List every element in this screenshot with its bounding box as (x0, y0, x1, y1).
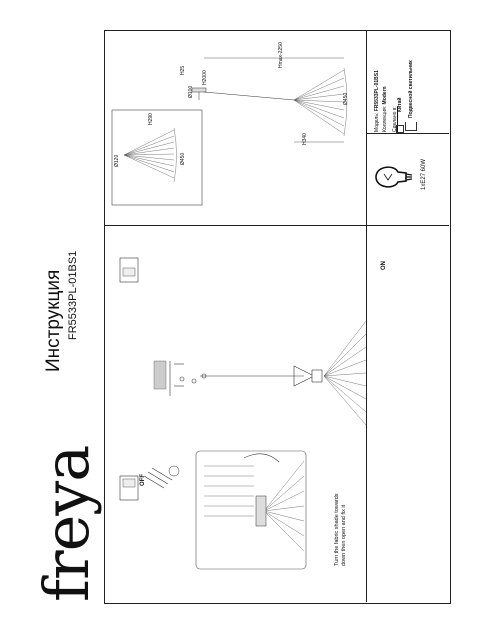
shade-instruction: Turn the fabric shade towards down then … (334, 446, 348, 566)
bulb-icon (375, 166, 413, 188)
divider-vertical (366, 30, 367, 602)
switch-on-label: ON (381, 261, 387, 270)
dim-h2000: H2000 (202, 70, 208, 85)
info-type: Подвесной светильник (408, 60, 414, 118)
dim-h25: H25 (180, 65, 186, 75)
dim-h290: H290 (148, 113, 154, 125)
switch-off-label: OFF (140, 474, 146, 486)
dim-d120: Ø120 (114, 154, 120, 167)
note-line-2: down then open and fix it (341, 504, 347, 566)
info-collection: Коллекция: Modern (382, 86, 388, 132)
page-title: Инструкция (43, 269, 64, 372)
brand-logo: freya (30, 445, 103, 602)
info-model-label: Модель: FR5533PL-01BS1 (374, 70, 380, 132)
model-number: FR5533PL-01BS1 (67, 250, 79, 340)
note-line-1: Turn the fabric shade towards (334, 493, 340, 566)
divider-horizontal (104, 225, 449, 226)
dim-d450-small: Ø450 (180, 152, 186, 165)
divider-info (366, 133, 449, 134)
bracket-icon (396, 125, 404, 133)
dim-h340: H340 (302, 133, 308, 145)
info-made-in-value: Китай (397, 97, 403, 112)
bulb-spec: 1xE27 60W (421, 158, 427, 190)
dimension-drawing (111, 57, 348, 206)
dim-d100: Ø100 (188, 85, 194, 98)
dim-d450: Ø450 (343, 92, 349, 105)
assembly-drawing (119, 257, 366, 570)
dim-hmax: Hmax-2250 (278, 42, 284, 68)
indoor-icon (405, 122, 417, 131)
outer-frame (104, 30, 451, 604)
